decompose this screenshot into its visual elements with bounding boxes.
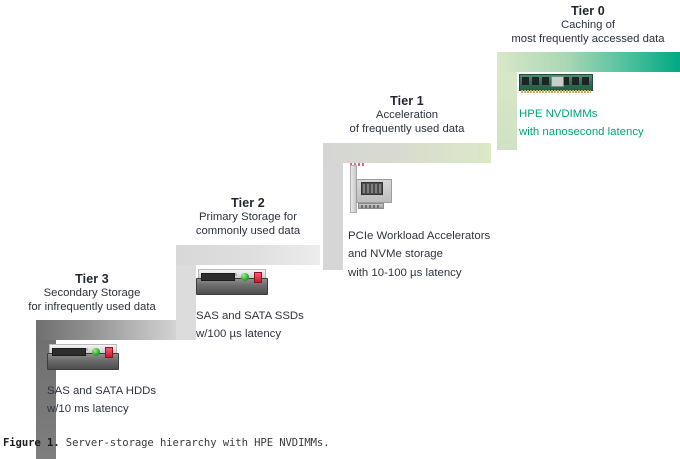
- tier-0-subtitle-line-1: Caching of: [560, 19, 615, 32]
- tier-2-step: [176, 245, 320, 340]
- hard-drive-vent-slot: [52, 348, 86, 356]
- tier-2-subtitle-line-1: Primary Storage for: [199, 211, 297, 224]
- tier-0-heading: Tier 0 Caching of most frequently access…: [496, 4, 680, 47]
- nvdimm-gold-contacts: [521, 90, 591, 93]
- tier-3-heading: Tier 3 Secondary Storage for infrequentl…: [8, 272, 176, 315]
- tier-1-caption-line-1: PCIe Workload Accelerators: [348, 230, 491, 242]
- tier-1-bar: [323, 143, 491, 163]
- tier-1-title: Tier 1: [390, 94, 424, 108]
- ssd-vent-slot: [201, 273, 235, 281]
- tier-1-subtitle-line-1: Acceleration: [375, 109, 439, 122]
- tier-3-body: SAS and SATA HDDs w/10 ms latency: [47, 344, 156, 419]
- memory-module-icon: [519, 71, 593, 95]
- tier-2-leg: [176, 265, 196, 340]
- figure-caption-label: Figure 1.: [3, 437, 60, 449]
- nvdimm-controller-chip: [551, 76, 564, 87]
- tier-0-subtitle-line-2: most frequently accessed data: [511, 33, 665, 46]
- tier-0-caption-line-1: HPE NVDIMMs: [519, 108, 598, 120]
- tier-3-caption-line-1: SAS and SATA HDDs: [47, 385, 157, 397]
- tier-1-step: [323, 143, 491, 270]
- tier-2-bar: [176, 245, 320, 265]
- tier-3-body-spacer: [47, 370, 156, 382]
- tier-2-body: SAS and SATA SSDs w/100 µs latency: [196, 269, 304, 344]
- pcie-card-indicator-leds: [350, 163, 366, 166]
- tier-2-body-spacer: [196, 295, 304, 307]
- tier-1-caption-line-2: and NVMe storage: [348, 248, 443, 261]
- tier-0-leg: [497, 72, 517, 150]
- tier-0-body-spacer: [519, 95, 644, 105]
- tier-3-subtitle-line-2: for infrequently used data: [28, 301, 156, 314]
- tier-0-caption-line-2: with nanosecond latency: [519, 126, 644, 139]
- tier-0-bar: [497, 52, 680, 72]
- tier-2-subtitle-line-2: commonly used data: [195, 225, 301, 238]
- tier-3-subtitle-line-1: Secondary Storage: [43, 287, 141, 300]
- tier-0-title: Tier 0: [571, 4, 605, 18]
- tier-1-heading: Tier 1 Acceleration of frequently used d…: [325, 94, 489, 137]
- tier-0-body: HPE NVDIMMs with nanosecond latency: [519, 71, 644, 142]
- ssd-status-led-green: [241, 273, 249, 281]
- tier-1-leg: [323, 163, 343, 270]
- tier-2-caption-line-1: SAS and SATA SSDs: [196, 310, 304, 322]
- figure-caption: Figure 1. Server-storage hierarchy with …: [3, 437, 330, 449]
- figure-caption-text: Server-storage hierarchy with HPE NVDIMM…: [65, 437, 330, 449]
- hard-drive-status-led-green: [92, 348, 100, 356]
- pcie-card-icon: [348, 163, 394, 219]
- solid-state-drive-icon: [196, 269, 268, 295]
- tier-2-title: Tier 2: [231, 196, 265, 210]
- pcie-card-heatsink: [361, 182, 383, 195]
- tier-1-body: PCIe Workload Accelerators and NVMe stor…: [348, 163, 490, 282]
- tier-1-caption-line-3: with 10-100 µs latency: [348, 266, 462, 279]
- pcie-card-edge-connector: [358, 203, 384, 209]
- tier-2-heading: Tier 2 Primary Storage for commonly used…: [166, 196, 330, 239]
- tier-2-caption-line-2: w/100 µs latency: [196, 328, 282, 341]
- tier-0-step: [497, 52, 680, 150]
- tier-3-caption-line-2: w/10 ms latency: [47, 403, 129, 416]
- tier-1-body-spacer: [348, 219, 490, 227]
- hard-drive-icon: [47, 344, 119, 370]
- hard-drive-status-led-red: [105, 347, 113, 358]
- tier-3-bar: [36, 320, 184, 340]
- ssd-status-led-red: [254, 272, 262, 283]
- tier-3-title: Tier 3: [75, 272, 109, 286]
- tier-1-subtitle-line-2: of frequently used data: [349, 123, 465, 136]
